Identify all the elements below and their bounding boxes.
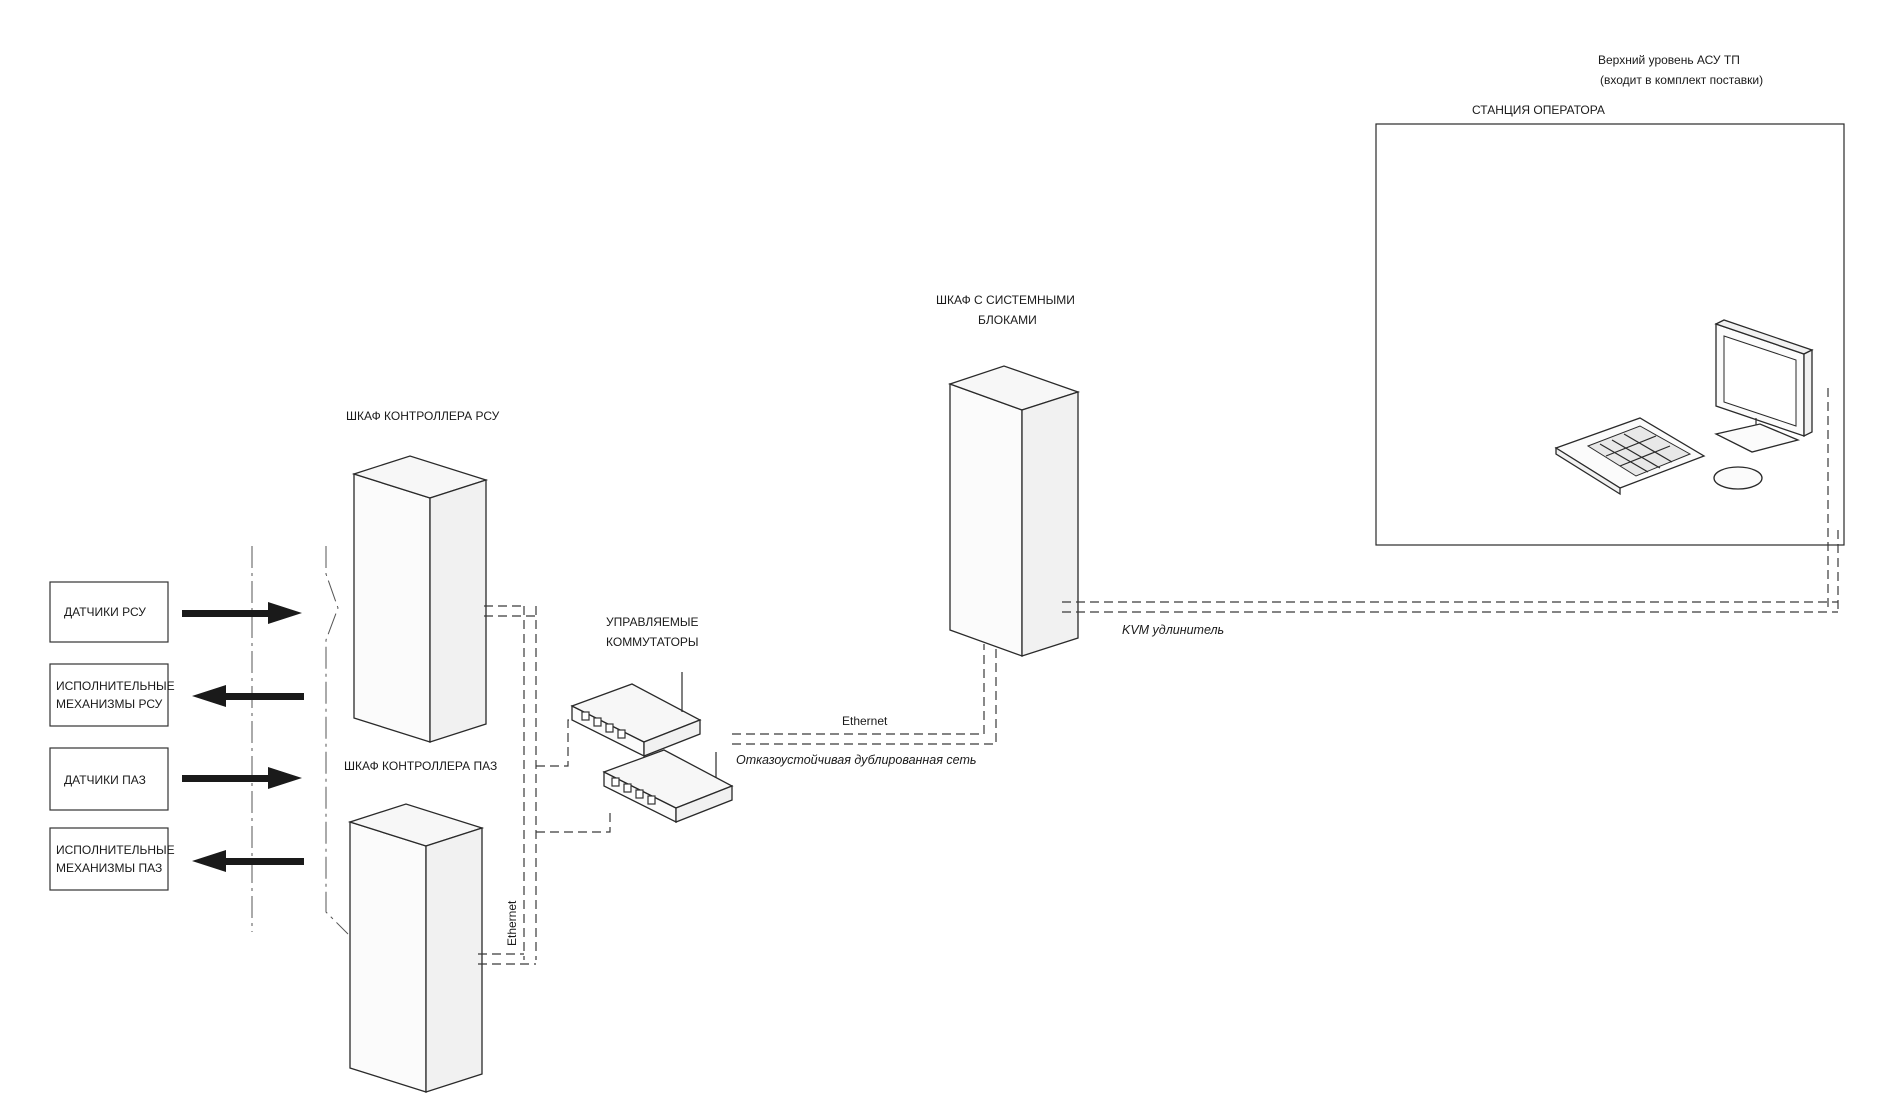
paz-controller-cabinet [347, 803, 485, 1093]
paz-cabinet-label: ШКАФ КОНТРОЛЛЕРА ПАЗ [344, 759, 497, 773]
ethernet-horizontal-label: Ethernet [842, 714, 888, 728]
actuators-paz-box [49, 827, 169, 891]
switches-label-2: КОММУТАТОРЫ [606, 635, 699, 649]
system-cabinet [948, 365, 1081, 657]
rsu-controller-cabinet [351, 455, 489, 743]
arrow-right-icon-2 [182, 767, 302, 789]
redundant-network-label: Отказоустойчивая дублированная сеть [736, 753, 976, 767]
sensors-rsu-label: ДАТЧИКИ РСУ [64, 605, 146, 619]
top-level-title: Верхний уровень АСУ ТП [1598, 53, 1740, 67]
monitor-icon [1714, 319, 1814, 453]
network-switch-icon [570, 672, 702, 758]
arrow-left-icon [192, 685, 304, 707]
sensors-paz-label: ДАТЧИКИ ПАЗ [64, 773, 146, 787]
switches-label-1: УПРАВЛЯЕМЫЕ [606, 615, 699, 629]
system-cabinet-label-2: БЛОКАМИ [978, 313, 1037, 327]
arrow-right-icon [182, 602, 302, 624]
sensors-rsu-box [49, 581, 169, 643]
keyboard-icon [1554, 417, 1706, 496]
kvm-extender-label: KVM удлинитель [1122, 623, 1224, 637]
actuators-paz-label-2: МЕХАНИЗМЫ ПАЗ [56, 861, 162, 875]
actuators-rsu-label-1: ИСПОЛНИТЕЛЬНЫЕ [56, 679, 175, 693]
operator-station-label: СТАНЦИЯ ОПЕРАТОРА [1472, 103, 1605, 117]
ethernet-vertical-label: Ethernet [505, 900, 519, 946]
system-cabinet-label-1: ШКАФ С СИСТЕМНЫМИ [936, 293, 1075, 307]
operator-station-box [1375, 123, 1845, 546]
actuators-paz-label-1: ИСПОЛНИТЕЛЬНЫЕ [56, 843, 175, 857]
mouse-icon [1713, 466, 1763, 490]
actuators-rsu-box [49, 663, 169, 727]
arrow-left-icon-2 [192, 850, 304, 872]
network-switch-icon-2 [602, 749, 734, 824]
top-level-subtitle: (входит в комплект поставки) [1600, 73, 1763, 87]
rsu-cabinet-label: ШКАФ КОНТРОЛЛЕРА РСУ [346, 409, 500, 423]
actuators-rsu-label-2: МЕХАНИЗМЫ РСУ [56, 697, 163, 711]
sensors-paz-box [49, 747, 169, 811]
